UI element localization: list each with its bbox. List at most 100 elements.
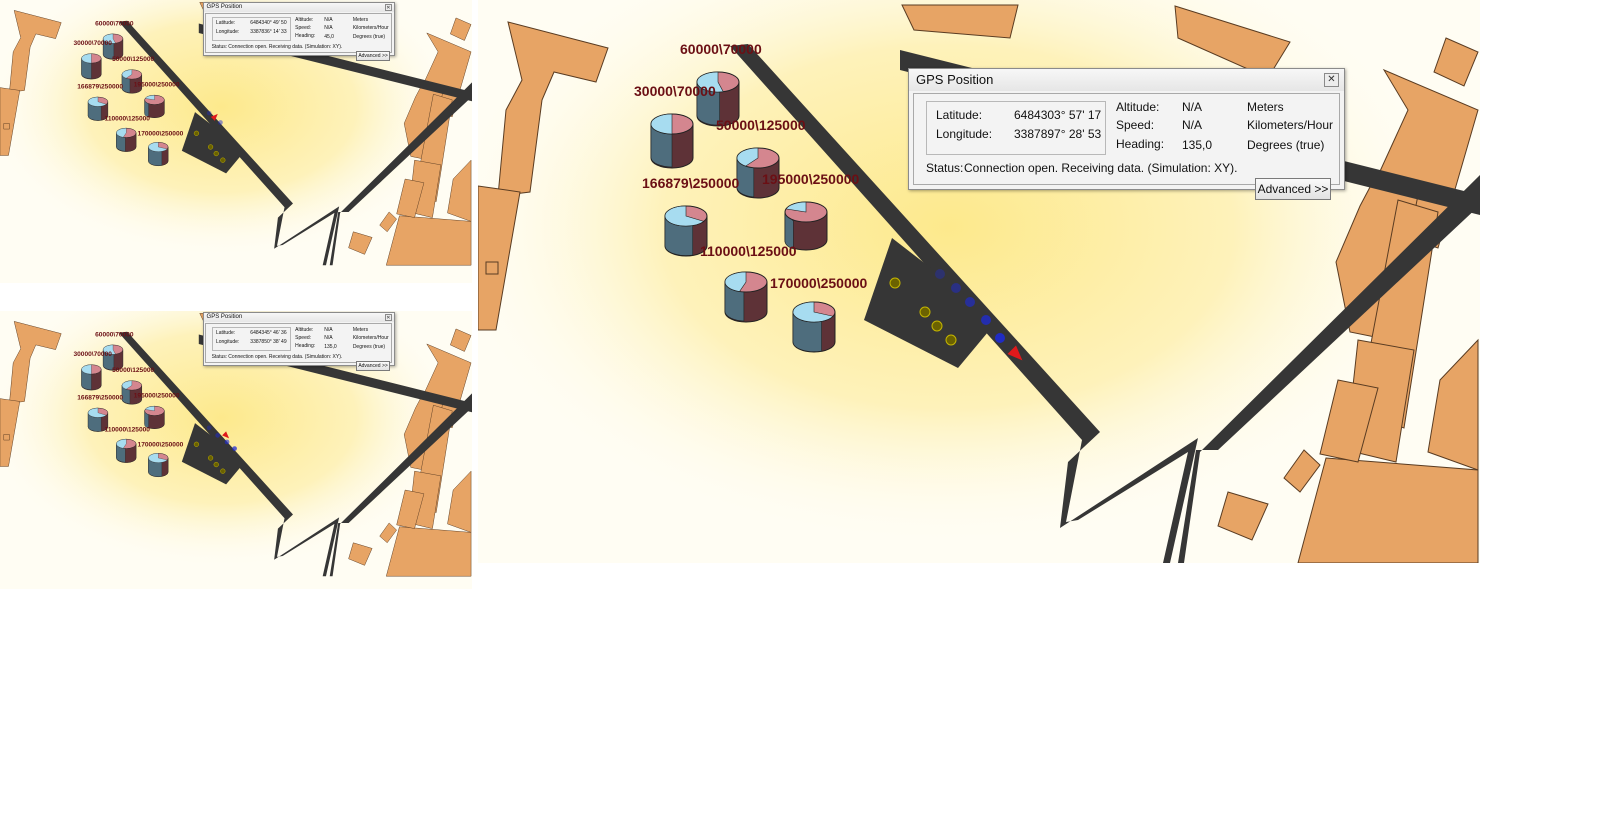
building-14 xyxy=(396,489,425,529)
track-dot-olive-2 xyxy=(919,306,931,318)
status-text: Connection open. Receiving data. (Simula… xyxy=(964,161,1238,175)
track-dot-olive-2 xyxy=(207,455,214,461)
track-dot-blue-2 xyxy=(215,433,220,438)
advanced-button[interactable]: Advanced >> xyxy=(1255,178,1331,200)
pie-cylinder-6[interactable] xyxy=(116,438,137,463)
close-icon[interactable]: ✕ xyxy=(384,314,392,322)
altitude-unit: Meters xyxy=(352,326,369,333)
building-12 xyxy=(348,231,373,255)
gps-position-dialog[interactable]: GPS Position ✕ Latitude: 6484303° 57' 17… xyxy=(908,68,1345,200)
pie-cylinder-7[interactable] xyxy=(148,142,169,167)
track-dot-blue-1 xyxy=(935,269,945,279)
gps-position-marker-icon[interactable] xyxy=(222,431,231,440)
status-text: Connection open. Receiving data. (Simula… xyxy=(228,353,343,360)
building-1 xyxy=(9,10,62,93)
gps-dialog-title: GPS Position xyxy=(206,314,243,321)
pie-top-share xyxy=(116,438,127,449)
pie-side-share xyxy=(144,99,149,118)
pie-cylinder-1[interactable] xyxy=(102,33,124,60)
building-15 xyxy=(3,123,10,130)
pie-cylinder-2[interactable] xyxy=(650,113,694,169)
gps-position-marker-icon[interactable] xyxy=(1007,345,1027,365)
longitude-label: Longitude: xyxy=(215,28,240,35)
pie-top-share xyxy=(116,127,127,138)
gps-dialog-titlebar[interactable]: GPS Position ✕ xyxy=(909,69,1344,91)
speed-label: Speed: xyxy=(295,334,312,341)
gps-position-marker-icon[interactable] xyxy=(210,112,220,121)
pie-cylinder-2[interactable] xyxy=(81,364,102,391)
pie-cylinder-4[interactable] xyxy=(664,205,708,257)
heading-unit: Degrees (true) xyxy=(1247,138,1325,152)
gps-position-dialog[interactable]: GPS Position ✕ Latitude: 6484345° 46' 36… xyxy=(202,312,395,371)
pie-label-5: 195000\250000 xyxy=(134,82,180,89)
pie-top-share xyxy=(103,33,116,44)
pie-side-share xyxy=(784,211,794,250)
pie-cylinder-1[interactable] xyxy=(102,344,124,371)
latitude-value: 6484345° 46' 36 xyxy=(250,330,287,337)
pie-top-share xyxy=(87,96,107,107)
pie-label-5: 195000\250000 xyxy=(134,393,180,400)
close-icon[interactable]: ✕ xyxy=(1324,73,1339,87)
track-dot-olive-3 xyxy=(931,320,943,332)
pie-cylinder-4[interactable] xyxy=(87,96,109,121)
pie-label-4: 166879\250000 xyxy=(77,84,123,91)
pie-cylinder-5[interactable] xyxy=(144,94,165,118)
heading-label: Heading: xyxy=(295,33,316,40)
building-5 xyxy=(450,17,472,41)
track-dot-olive-3 xyxy=(213,461,219,468)
gps-dialog-panel: Latitude: 6484340° 49' 50 Longitude: 338… xyxy=(205,13,393,61)
pie-label-3: 50000\125000 xyxy=(112,56,154,63)
track-dot-olive-4 xyxy=(945,334,957,346)
heading-unit: Degrees (true) xyxy=(352,343,386,350)
track-dot-blue-4 xyxy=(232,446,237,451)
pie-top-share xyxy=(121,380,133,390)
pie-cylinder-2[interactable] xyxy=(81,53,102,80)
speed-value: N/A xyxy=(324,24,333,31)
track-dot-blue-1 xyxy=(206,110,212,116)
altitude-value: N/A xyxy=(324,16,333,23)
status-text: Connection open. Receiving data. (Simula… xyxy=(228,43,343,50)
pie-cylinder-5[interactable] xyxy=(144,405,165,429)
building-13 xyxy=(1297,457,1479,563)
altitude-label: Altitude: xyxy=(295,16,314,23)
gps-coordinates-group xyxy=(926,101,1106,155)
speed-unit: Kilometers/Hour xyxy=(1247,118,1334,132)
pie-cylinder-3[interactable] xyxy=(736,147,780,199)
status-label: Status: xyxy=(211,353,228,360)
track-dot-olive-4 xyxy=(220,157,226,163)
gps-dialog-titlebar[interactable]: GPS Position ✕ xyxy=(203,3,394,13)
pie-cylinder-6[interactable] xyxy=(724,271,768,323)
longitude-value: 3387850° 38' 49 xyxy=(250,338,287,345)
heading-value: 45,0 xyxy=(324,33,334,40)
map-canvas[interactable]: 60000\7000030000\7000050000\125000166879… xyxy=(0,311,472,589)
gps-position-dialog[interactable]: GPS Position ✕ Latitude: 6484340° 49' 50… xyxy=(202,2,395,61)
pie-top-share xyxy=(724,271,747,292)
building-12 xyxy=(348,542,373,566)
pie-cylinder-3[interactable] xyxy=(121,380,143,405)
altitude-value: N/A xyxy=(324,326,333,333)
pie-cylinder-5[interactable] xyxy=(784,201,828,251)
pie-cylinder-6[interactable] xyxy=(116,127,137,152)
pie-cylinder-7[interactable] xyxy=(148,453,169,478)
advanced-button[interactable]: Advanced >> xyxy=(356,361,390,371)
building-14 xyxy=(396,178,425,218)
gps-dialog-titlebar[interactable]: GPS Position ✕ xyxy=(203,313,394,323)
pie-cylinder-4[interactable] xyxy=(87,407,109,432)
heading-label: Heading: xyxy=(1116,137,1165,151)
close-icon[interactable]: ✕ xyxy=(384,4,392,12)
pie-cylinder-7[interactable] xyxy=(792,301,836,353)
track-dot-olive-1 xyxy=(889,277,901,289)
platform xyxy=(181,423,245,485)
speed-value: N/A xyxy=(1182,118,1203,132)
pie-side-share xyxy=(650,123,673,168)
building-11 xyxy=(379,522,397,544)
pie-cylinder-1[interactable] xyxy=(696,71,740,127)
advanced-button[interactable]: Advanced >> xyxy=(356,51,390,61)
pie-top-share xyxy=(650,113,673,135)
pie-cylinder-3[interactable] xyxy=(121,69,143,94)
gps-coordinates-group xyxy=(211,17,291,42)
building-13 xyxy=(385,526,472,577)
